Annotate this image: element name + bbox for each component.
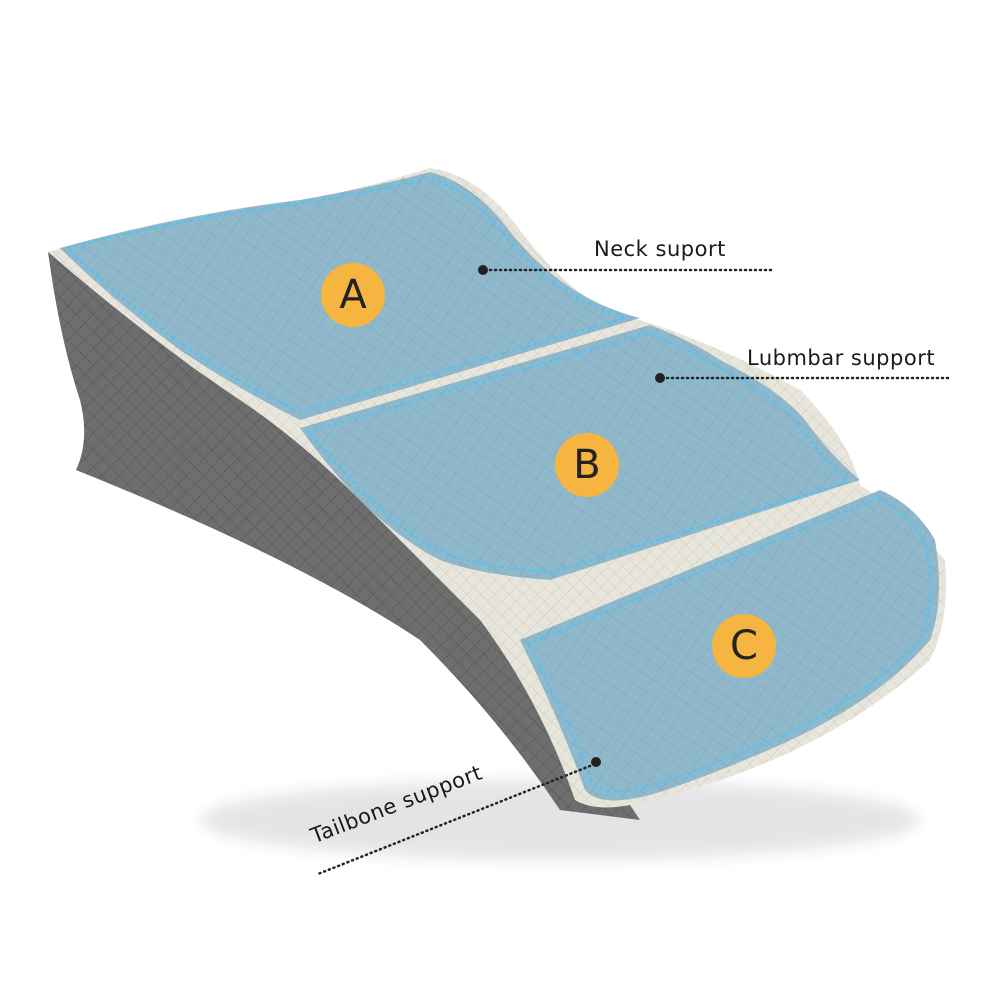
pillow-side-panel xyxy=(48,252,640,820)
callout-lumbar-dot xyxy=(655,373,665,383)
callout-tailbone-dot xyxy=(591,757,601,767)
zone-b-badge: B xyxy=(555,433,619,497)
zone-b-stitching xyxy=(306,331,851,574)
zone-c-badge: C xyxy=(712,614,776,678)
ground-shadow xyxy=(200,780,920,860)
callout-tailbone-line xyxy=(316,764,592,876)
callout-tailbone xyxy=(316,757,601,876)
neck-support-label: Neck suport xyxy=(594,237,726,261)
zone-c-stitching xyxy=(526,496,932,793)
callout-lumbar xyxy=(655,373,952,383)
callout-neck-dot xyxy=(478,265,488,275)
zone-a-badge: A xyxy=(321,263,385,327)
callout-neck xyxy=(478,265,774,275)
lumbar-support-label: Lubmbar support xyxy=(747,346,936,370)
zone-a-stitching xyxy=(65,176,630,414)
